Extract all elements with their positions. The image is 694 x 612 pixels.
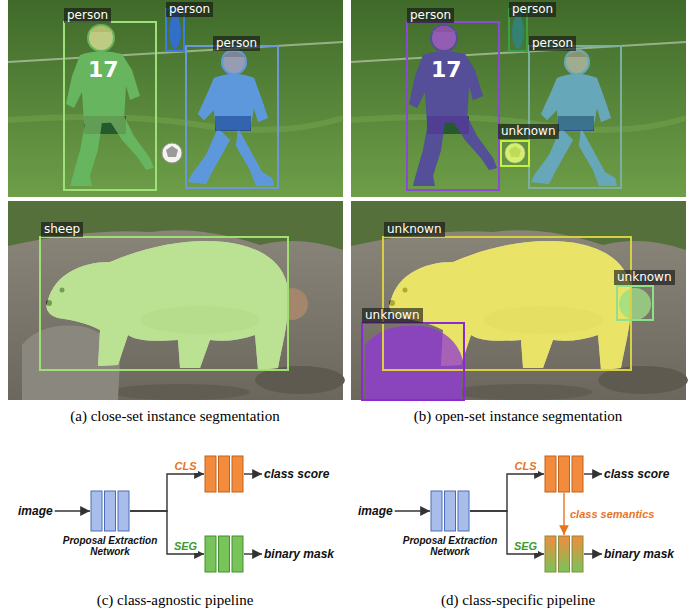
- soccer-photo: [351, 0, 686, 197]
- flow-arrow: [395, 510, 430, 511]
- class-tag: person: [529, 36, 576, 51]
- class-tag: unknown: [362, 308, 423, 323]
- class-tag: unknown: [614, 270, 675, 285]
- flow-arrow: [563, 493, 564, 535]
- flow-arrow: [130, 511, 204, 554]
- feature-bar: [431, 491, 442, 531]
- class-tag: person: [64, 8, 111, 23]
- feature-bar: [545, 456, 556, 492]
- flow-arrow: [470, 511, 544, 554]
- feature-bars: [204, 535, 244, 573]
- flow-arrow: [584, 553, 602, 554]
- subfigure-caption: (d) class-specific pipeline: [441, 591, 595, 609]
- feature-bar: [219, 456, 230, 492]
- feature-bars: [544, 455, 584, 493]
- feature-bars: [430, 490, 470, 532]
- branch-label: class semantics: [569, 508, 655, 521]
- cls-head-block: [204, 455, 244, 493]
- class-tag: person: [407, 8, 454, 23]
- feature-bar: [445, 491, 456, 531]
- flow-arrow: [130, 474, 204, 511]
- io-text: binary mask: [264, 547, 334, 561]
- feature-bar: [545, 536, 556, 572]
- subfigure-caption: (a) close-set instance segmentation: [70, 407, 280, 425]
- bear-photo: [8, 201, 345, 400]
- io-text: binary mask: [604, 547, 674, 561]
- io-text-node: binary mask: [262, 546, 336, 562]
- block-caption: Proposal Extraction Network: [60, 535, 160, 557]
- feature-bar: [559, 536, 570, 572]
- io-text-node: class score: [262, 466, 331, 482]
- io-text-node: image: [16, 503, 55, 519]
- block-caption: Proposal Extraction Network: [400, 535, 500, 557]
- io-text: image: [18, 504, 53, 518]
- feature-bar: [232, 536, 243, 572]
- feature-bars: [204, 455, 244, 493]
- subfigure-caption: (b) open-set instance segmentation: [414, 407, 623, 425]
- class-tag: person: [213, 36, 260, 51]
- io-text: class score: [264, 467, 329, 481]
- feature-bar: [232, 456, 243, 492]
- cls-head-block: [544, 455, 584, 493]
- jersey-number: 17: [88, 58, 119, 82]
- feature-bar: [105, 491, 116, 531]
- proposal-network-block: Proposal Extraction Network: [430, 490, 470, 532]
- class-tag: sheep: [41, 222, 83, 237]
- io-text-node: image: [356, 503, 395, 519]
- feature-bar: [559, 456, 570, 492]
- io-text: class score: [604, 467, 669, 481]
- soccer-photo: [8, 0, 343, 197]
- feature-bar: [118, 491, 129, 531]
- flow-arrow: [55, 510, 90, 511]
- proposal-network-block: Proposal Extraction Network: [90, 490, 130, 532]
- flow-arrow: [584, 473, 602, 474]
- branch-label: CLS: [514, 460, 538, 473]
- seg-head-block: [204, 535, 244, 573]
- mask-overlays-b: [365, 9, 651, 400]
- feature-bar: [219, 536, 230, 572]
- class-tag: unknown: [384, 222, 445, 237]
- mask-overlays-a: [46, 9, 288, 370]
- feature-bar: [91, 491, 102, 531]
- feature-bars: [544, 535, 584, 573]
- jersey-number: 17: [431, 58, 462, 82]
- bounding-boxes: [40, 9, 653, 400]
- feature-bar: [572, 536, 583, 572]
- io-text-node: binary mask: [602, 546, 676, 562]
- class-tag: person: [509, 2, 556, 17]
- flow-arrow: [244, 473, 262, 474]
- feature-bar: [205, 456, 216, 492]
- feature-bar: [572, 456, 583, 492]
- class-tag: unknown: [498, 124, 559, 139]
- branch-label: SEG: [173, 540, 198, 553]
- bear-photo: [351, 201, 688, 400]
- io-text: image: [358, 504, 393, 518]
- subfigure-caption: (c) class-agnostic pipeline: [97, 591, 254, 609]
- flow-arrow: [244, 553, 262, 554]
- seg-head-block: [544, 535, 584, 573]
- flow-arrow: [470, 474, 544, 511]
- feature-bar: [458, 491, 469, 531]
- feature-bars: [90, 490, 130, 532]
- io-text-node: class score: [602, 466, 671, 482]
- feature-bar: [205, 536, 216, 572]
- branch-label: CLS: [174, 460, 198, 473]
- class-tag: person: [166, 2, 213, 17]
- branch-label: SEG: [513, 540, 538, 553]
